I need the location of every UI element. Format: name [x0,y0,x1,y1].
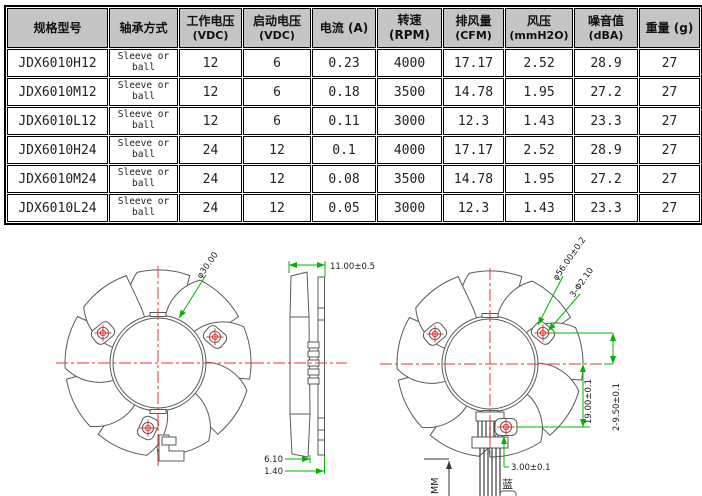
pressure-cell: 1.43 [505,107,573,135]
front-view: φ30.00 [56,250,262,466]
current-cell: 0.11 [312,107,376,135]
wire-bundle-lower [479,448,501,496]
table-row: JDX6010H24 Sleeve or ball 24 12 0.1 4000… [7,136,700,164]
weight-cell: 27 [639,107,700,135]
col-header-bearing: 轴承方式 [109,8,178,48]
weight-cell: 27 [639,78,700,106]
speed-cell: 3500 [377,78,442,106]
blue-wire-label: 蓝 [502,478,513,491]
current-cell: 0.1 [312,136,376,164]
airflow-cell: 14.78 [443,78,504,106]
table-row: JDX6010M24 Sleeve or ball 24 12 0.08 350… [7,165,700,193]
weight-cell: 27 [639,49,700,77]
thickness-label: 11.00±0.5 [330,262,375,272]
hole-edge-distance-label: 3.00±0.1 [511,463,551,473]
col-header-model: 规格型号 [7,8,108,48]
wire-length-unit-label: MM [430,478,441,494]
voltage-cell: 24 [179,194,242,222]
spec-table-body: JDX6010H12 Sleeve or ball 12 6 0.23 4000… [7,49,700,222]
pressure-cell: 1.95 [505,78,573,106]
noise-cell: 27.2 [574,165,638,193]
start-voltage-cell: 12 [243,136,311,164]
hub-thickness-label: 6.10 [264,455,283,465]
speed-cell: 3000 [377,194,442,222]
bearing-cell: Sleeve or ball [109,78,178,106]
weight-cell: 27 [639,194,700,222]
table-row: JDX6010L12 Sleeve or ball 12 6 0.11 3000… [7,107,700,135]
model-cell: JDX6010M12 [7,78,108,106]
pressure-cell: 1.43 [505,194,573,222]
hole-pitch-horizontal-label: 2-9.50±0.1 [612,383,622,431]
bearing-cell: Sleeve or ball [109,107,178,135]
pressure-cell: 1.95 [505,165,573,193]
rear-view: φ56.00±0.2 3-Φ2.10 2-9.50±0.1 19.00±0.1 … [380,236,622,496]
mounting-holes-label: 3-Φ2.10 [568,266,596,300]
noise-cell: 28.9 [574,136,638,164]
col-header-bearing-label: 轴承方式 [119,20,168,35]
voltage-cell: 24 [179,165,242,193]
airflow-cell: 17.17 [443,136,504,164]
airflow-cell: 17.17 [443,49,504,77]
hub-stack [307,341,320,385]
weight-cell: 27 [639,136,700,164]
col-header-pressure: 风压(mmH2O) [505,8,573,48]
speed-cell: 3500 [377,165,442,193]
hub-diameter-label: φ30.00 [195,250,220,280]
model-cell: JDX6010H12 [7,49,108,77]
col-header-start-voltage: 启动电压(VDC) [243,8,311,48]
spec-table: 规格型号 轴承方式 工作电压(VDC) 启动电压(VDC) 电流 (A) 转速(… [4,5,702,225]
col-header-speed: 转速(RPM) [377,8,442,48]
start-voltage-cell: 12 [243,194,311,222]
flange-thickness-label: 1.40 [264,467,283,477]
bearing-cell: Sleeve or ball [109,194,178,222]
bearing-cell: Sleeve or ball [109,165,178,193]
voltage-cell: 12 [179,78,242,106]
speed-cell: 3000 [377,107,442,135]
hole-pitch-vertical-label: 19.00±0.1 [584,379,594,424]
col-header-current: 电流 (A) [312,8,376,48]
speed-cell: 4000 [377,136,442,164]
noise-cell: 28.9 [574,49,638,77]
current-cell: 0.18 [312,78,376,106]
current-cell: 0.08 [312,165,376,193]
weight-cell: 27 [639,165,700,193]
col-header-voltage: 工作电压(VDC) [179,8,242,48]
model-cell: JDX6010L24 [7,194,108,222]
start-voltage-cell: 6 [243,107,311,135]
start-voltage-cell: 6 [243,49,311,77]
start-voltage-cell: 6 [243,78,311,106]
bearing-cell: Sleeve or ball [109,49,178,77]
model-cell: JDX6010H24 [7,136,108,164]
table-row: JDX6010M12 Sleeve or ball 12 6 0.18 3500… [7,78,700,106]
model-cell: JDX6010M24 [7,165,108,193]
col-header-airflow: 排风量(CFM) [443,8,504,48]
noise-cell: 27.2 [574,78,638,106]
technical-drawing: φ30.00 11.00±0.5 6.10 1.40 [0,230,702,496]
current-cell: 0.23 [312,49,376,77]
table-row: JDX6010L24 Sleeve or ball 24 12 0.05 300… [7,194,700,222]
side-view: 11.00±0.5 6.10 1.40 [252,261,375,477]
bearing-cell: Sleeve or ball [109,136,178,164]
pressure-cell: 2.52 [505,49,573,77]
noise-cell: 23.3 [574,107,638,135]
voltage-cell: 24 [179,136,242,164]
voltage-cell: 12 [179,107,242,135]
col-header-noise: 噪音值(dBA) [574,8,638,48]
table-row: JDX6010H12 Sleeve or ball 12 6 0.23 4000… [7,49,700,77]
start-voltage-cell: 12 [243,165,311,193]
noise-cell: 23.3 [574,194,638,222]
wire-tag-box [499,490,517,496]
airflow-cell: 14.78 [443,165,504,193]
airflow-cell: 12.3 [443,107,504,135]
voltage-cell: 12 [179,49,242,77]
header-row: 规格型号 轴承方式 工作电压(VDC) 启动电压(VDC) 电流 (A) 转速(… [7,8,700,48]
pressure-cell: 2.52 [505,136,573,164]
col-header-weight: 重量 (g) [639,8,700,48]
airflow-cell: 12.3 [443,194,504,222]
model-cell: JDX6010L12 [7,107,108,135]
current-cell: 0.05 [312,194,376,222]
col-header-model-label: 规格型号 [33,20,82,35]
speed-cell: 4000 [377,49,442,77]
